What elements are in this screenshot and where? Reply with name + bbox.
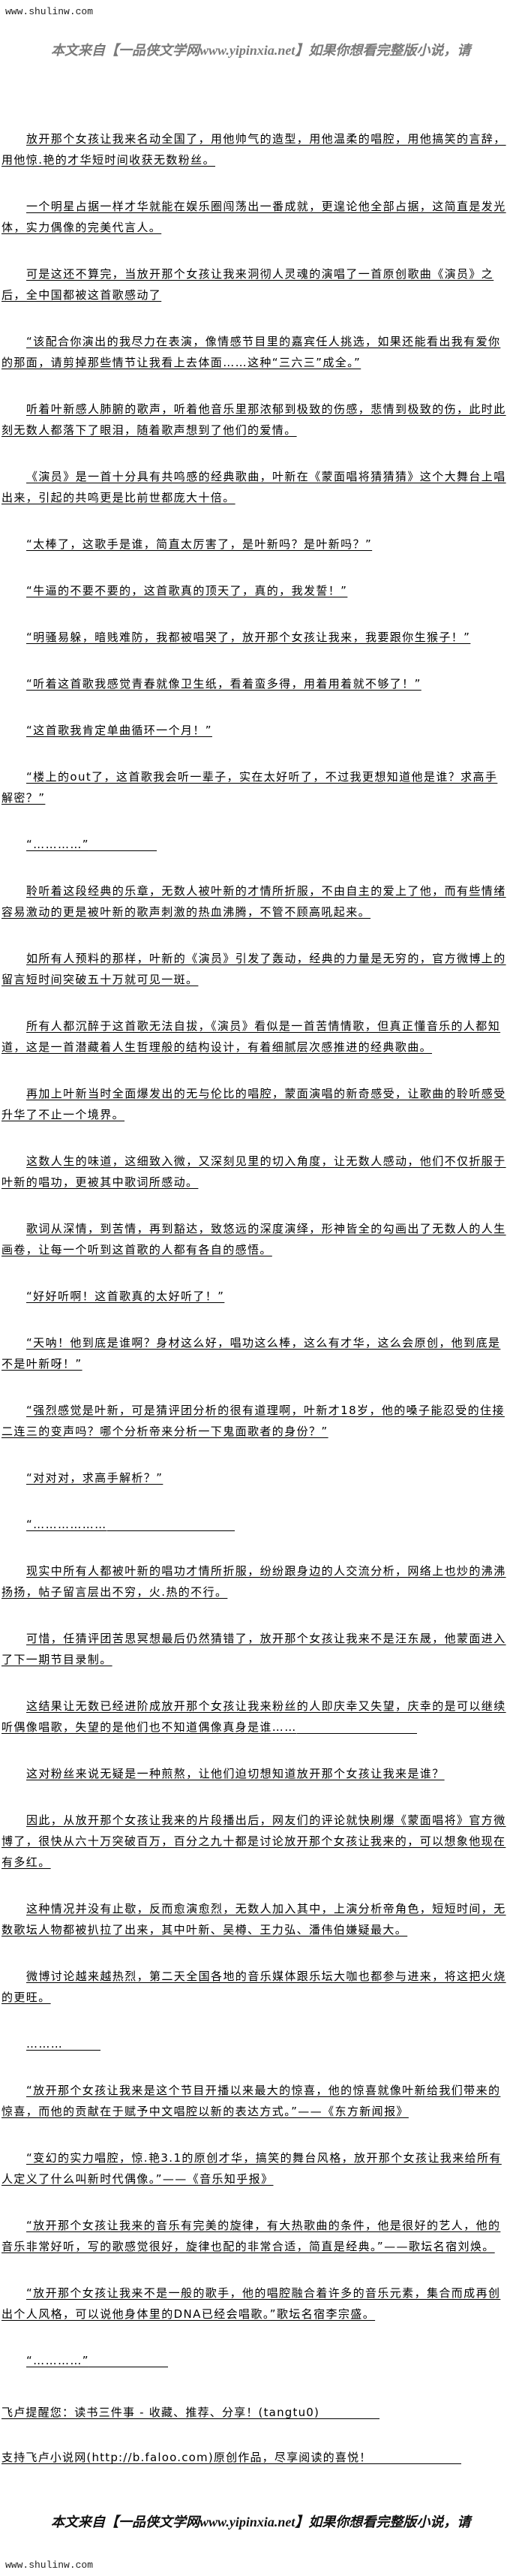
paragraph-text: 这数人生的味道，这细致入微，又深刻见里的切入角度，让无数人感动，他们不仅折服于叶… bbox=[2, 1154, 506, 1189]
article-paragraph: 聆听着这段经典的乐章，无数人被叶新的才情所折服，不由自主的爱上了他，而有些情绪容… bbox=[2, 880, 508, 922]
article-paragraph: 歌词从深情，到苦情，再到豁达，致悠远的深度演绎，形神皆全的勾画出了无数人的人生画… bbox=[2, 1218, 508, 1260]
paragraph-text: 放开那个女孩让我来名动全国了，用他帅气的造型，用他温柔的唱腔，用他搞笑的言辞，用… bbox=[2, 132, 506, 167]
underline-tail bbox=[106, 1530, 235, 1531]
paragraph-text: “听着这首歌我感觉青春就像卫生纸，看着蛮多得，用着用着就不够了！” bbox=[26, 677, 422, 691]
underline-tail bbox=[371, 2463, 462, 2464]
article-paragraph: “明骚易躲，暗贱难防，我都被唱哭了，放开那个女孩让我来，我要跟你生猴子！” bbox=[2, 627, 508, 648]
article-paragraph: “好好听啊！这首歌真的太好听了！” bbox=[2, 1286, 508, 1307]
support-link-text[interactable]: 支持飞卢小说网(http://b.faloo.com)原创作品，尽享阅读的喜悦！ bbox=[2, 2451, 372, 2464]
article-paragraph: 这种情况并没有止歇，反而愈演愈烈，无数人加入其中，上演分析帝角色，短短时间，无数… bbox=[2, 1898, 508, 1940]
article-paragraph: “该配合你演出的我尽力在表演，像情感节目里的嘉宾任人挑选，如果还能看出我有爱你的… bbox=[2, 331, 508, 373]
article-paragraph: 这对粉丝来说无疑是一种煎熬，让他们迫切想知道放开那个女孩让我来是谁？ bbox=[2, 1763, 508, 1784]
article-paragraph: “牛逼的不要不要的，这首歌真的顶天了，真的，我发誓！” bbox=[2, 580, 508, 601]
paragraph-text: 一个明星占据一样才华就能在娱乐圈闯荡出一番成就，更遑论他全部占据，这简直是发光体… bbox=[2, 200, 506, 234]
article-paragraph: 放开那个女孩让我来名动全国了，用他帅气的造型，用他温柔的唱腔，用他搞笑的言辞，用… bbox=[2, 128, 508, 170]
paragraph-text: 如所有人预料的那样，叶新的《演员》引发了轰动，经典的力量是无穷的，官方微博上的留… bbox=[2, 952, 506, 986]
paragraph-text: 再加上叶新当时全面爆发出的无与伦比的唱腔，蒙面演唱的新奇感受，让歌曲的聆听感受升… bbox=[2, 1087, 506, 1121]
paragraph-text: 可惜，任猜评团苦思冥想最后仍然猜错了，放开那个女孩让我来不是汪东晟，他蒙面进入了… bbox=[2, 1632, 506, 1666]
underline-tail bbox=[296, 1732, 417, 1734]
article-paragraph: 这结果让无数已经进阶成放开那个女孩让我来粉丝的人即庆幸又失望，庆幸的是可以继续听… bbox=[2, 1696, 508, 1738]
article-paragraph: 再加上叶新当时全面爆发出的无与伦比的唱腔，蒙面演唱的新奇感受，让歌曲的聆听感受升… bbox=[2, 1083, 508, 1125]
paragraph-text: 因此，从放开那个女孩让我来的片段播出后，网友们的评论就快刷爆《蒙面唱将》官方微博… bbox=[2, 1813, 506, 1869]
article-paragraph: “听着这首歌我感觉青春就像卫生纸，看着蛮多得，用着用着就不够了！” bbox=[2, 673, 508, 694]
paragraph-text: “变幻的实力唱腔，惊.艳3.1的原创才华，搞笑的舞台风格，放开那个女孩让我来给所… bbox=[2, 2151, 502, 2186]
article-paragraph: 这数人生的味道，这细致入微，又深刻见里的切入角度，让无数人感动，他们不仅折服于叶… bbox=[2, 1151, 508, 1193]
article-paragraph: 所有人都沉醉于这首歌无法自拔，《演员》看似是一首苦情情歌，但真正懂音乐的人都知道… bbox=[2, 1016, 508, 1058]
article-paragraph: “……………… bbox=[2, 1514, 508, 1535]
article-paragraph: “…………” bbox=[2, 2350, 508, 2371]
paragraph-text: 可是这还不算完，当放开那个女孩让我来洞彻人灵魂的演唱了一首原创歌曲《演员》之后，… bbox=[2, 267, 494, 302]
paragraph-text: “楼上的out了，这首歌我会听一辈子，实在太好听了，不过我更想知道他是谁？求高手… bbox=[2, 770, 498, 805]
paragraph-text: “…………” bbox=[26, 2354, 89, 2367]
paragraph-text: 听着叶新感人肺腑的歌声，听着他音乐里那浓郁到极致的伤感，悲情到极致的伤，此时此刻… bbox=[2, 402, 506, 437]
paragraph-text: 所有人都沉醉于这首歌无法自拔，《演员》看似是一首苦情情歌，但真正懂音乐的人都知道… bbox=[2, 1019, 501, 1054]
article-paragraph: “放开那个女孩让我来的音乐有完美的旋律，有大热歌曲的条件，他是很好的艺人，他的音… bbox=[2, 2215, 508, 2257]
paragraph-text: 微博讨论越来越热烈，第二天全国各地的音乐媒体跟乐坛大咖也都参与进来，将这把火烧的… bbox=[2, 1970, 506, 2004]
article-paragraph: 一个明星占据一样才华就能在娱乐圈闯荡出一番成就，更遑论他全部占据，这简直是发光体… bbox=[2, 196, 508, 238]
paragraph-text: “放开那个女孩让我来不是一般的歌手，他的唱腔融合着许多的音乐元素，集合而成再创出… bbox=[2, 2286, 501, 2321]
paragraph-text: “对对对，求高手解析？” bbox=[26, 1471, 164, 1485]
paragraph-text: “好好听啊！这首歌真的太好听了！” bbox=[26, 1290, 225, 1303]
article-paragraph: “天呐！他到底是谁啊？身材这么好，唱功这么棒，这么有才华，这么会原创，他到底是不… bbox=[2, 1332, 508, 1374]
article-paragraph: 可惜，任猜评团苦思冥想最后仍然猜错了，放开那个女孩让我来不是汪东晟，他蒙面进入了… bbox=[2, 1628, 508, 1670]
article-paragraph: “强烈感觉是叶新，可是猜评团分析的很有道理啊，叶新才18岁，他的嗓子能忍受的住接… bbox=[2, 1400, 508, 1442]
paragraph-text: “强烈感觉是叶新，可是猜评团分析的很有道理啊，叶新才18岁，他的嗓子能忍受的住接… bbox=[2, 1404, 505, 1438]
paragraph-text: “…………” bbox=[26, 838, 89, 851]
paragraph-text: 这种情况并没有止歇，反而愈演愈烈，无数人加入其中，上演分析帝角色，短短时间，无数… bbox=[2, 1902, 506, 1937]
underline-tail bbox=[320, 2418, 380, 2419]
support-line[interactable]: 支持飞卢小说网(http://b.faloo.com)原创作品，尽享阅读的喜悦！ bbox=[2, 2447, 508, 2468]
paragraph-text: 这对粉丝来说无疑是一种煎熬，让他们迫切想知道放开那个女孩让我来是谁？ bbox=[26, 1767, 445, 1780]
article-paragraph: “这首歌我肯定单曲循环一个月！” bbox=[2, 720, 508, 741]
paragraph-text: “放开那个女孩让我来的音乐有完美的旋律，有大热歌曲的条件，他是很好的艺人，他的音… bbox=[2, 2219, 501, 2253]
article-paragraph: “楼上的out了，这首歌我会听一辈子，实在太好听了，不过我更想知道他是谁？求高手… bbox=[2, 766, 508, 808]
underline-tail bbox=[63, 2049, 101, 2051]
underline-tail bbox=[88, 2366, 168, 2367]
paragraph-text: “放开那个女孩让我来是这个节目开播以来最大的惊喜，他的惊喜就像叶新给我们带来的惊… bbox=[2, 2084, 501, 2118]
article-paragraph: 现实中所有人都被叶新的唱功才情所折服，纷纷跟身边的人交流分析，网络上也炒的沸沸扬… bbox=[2, 1560, 508, 1602]
article-paragraph: “…………” bbox=[2, 834, 508, 855]
source-watermark-header: 本文来自【一品侠文学网www.yipinxia.net】如果你想看完整版小说，请 bbox=[51, 43, 471, 58]
paragraph-text: 歌词从深情，到苦情，再到豁达，致悠远的深度演绎，形神皆全的勾画出了无数人的人生画… bbox=[2, 1222, 506, 1256]
paragraph-text: “太棒了，这歌手是谁，简直太厉害了，是叶新吗？是叶新吗？” bbox=[26, 537, 373, 551]
article-paragraph: “太棒了，这歌手是谁，简直太厉害了，是叶新吗？是叶新吗？” bbox=[2, 534, 508, 555]
article-paragraph: “放开那个女孩让我来是这个节目开播以来最大的惊喜，他的惊喜就像叶新给我们带来的惊… bbox=[2, 2080, 508, 2122]
paragraph-text: “牛逼的不要不要的，这首歌真的顶天了，真的，我发誓！” bbox=[26, 584, 348, 597]
site-url-header: www.shulinw.com bbox=[5, 6, 94, 17]
reading-reminder-line: 飞卢提醒您：读书三件事 - 收藏、推荐、分享！(tangtu0) bbox=[2, 2402, 508, 2423]
article-body: 放开那个女孩让我来名动全国了，用他帅气的造型，用他温柔的唱腔，用他搞笑的言辞，用… bbox=[2, 128, 508, 2397]
paragraph-text: “该配合你演出的我尽力在表演，像情感节目里的嘉宾任人挑选，如果还能看出我有爱你的… bbox=[2, 335, 501, 369]
site-url-footer: www.shulinw.com bbox=[5, 2559, 94, 2571]
paragraph-text: “天呐！他到底是谁啊？身材这么好，唱功这么棒，这么有才华，这么会原创，他到底是不… bbox=[2, 1336, 501, 1371]
underline-tail bbox=[88, 850, 157, 851]
article-paragraph: 听着叶新感人肺腑的歌声，听着他音乐里那浓郁到极致的伤感，悲情到极致的伤，此时此刻… bbox=[2, 399, 508, 441]
article-paragraph: “变幻的实力唱腔，惊.艳3.1的原创才华，搞笑的舞台风格，放开那个女孩让我来给所… bbox=[2, 2147, 508, 2189]
article-paragraph: 如所有人预料的那样，叶新的《演员》引发了轰动，经典的力量是无穷的，官方微博上的留… bbox=[2, 948, 508, 990]
paragraph-text: “……………… bbox=[26, 1518, 107, 1531]
paragraph-text: “明骚易躲，暗贱难防，我都被唱哭了，放开那个女孩让我来，我要跟你生猴子！” bbox=[26, 630, 471, 644]
article-paragraph: 可是这还不算完，当放开那个女孩让我来洞彻人灵魂的演唱了一首原创歌曲《演员》之后，… bbox=[2, 263, 508, 305]
paragraph-text: 这结果让无数已经进阶成放开那个女孩让我来粉丝的人即庆幸又失望，庆幸的是可以继续听… bbox=[2, 1699, 506, 1734]
paragraph-text: “这首歌我肯定单曲循环一个月！” bbox=[26, 724, 212, 737]
reading-reminder-text: 飞卢提醒您：读书三件事 - 收藏、推荐、分享！(tangtu0) bbox=[2, 2406, 320, 2419]
article-paragraph: 因此，从放开那个女孩让我来的片段播出后，网友们的评论就快刷爆《蒙面唱将》官方微博… bbox=[2, 1810, 508, 1873]
footer-notes: 飞卢提醒您：读书三件事 - 收藏、推荐、分享！(tangtu0) 支持飞卢小说网… bbox=[2, 2402, 508, 2492]
paragraph-text: ……… bbox=[26, 2037, 64, 2051]
article-paragraph: “放开那个女孩让我来不是一般的歌手，他的唱腔融合着许多的音乐元素，集合而成再创出… bbox=[2, 2283, 508, 2325]
article-paragraph: “对对对，求高手解析？” bbox=[2, 1467, 508, 1488]
source-watermark-footer: 本文来自【一品侠文学网www.yipinxia.net】如果你想看完整版小说，请 bbox=[51, 2514, 471, 2529]
paragraph-text: 聆听着这段经典的乐章，无数人被叶新的才情所折服，不由自主的爱上了他，而有些情绪容… bbox=[2, 884, 506, 919]
article-paragraph: ……… bbox=[2, 2033, 508, 2054]
article-paragraph: 微博讨论越来越热烈，第二天全国各地的音乐媒体跟乐坛大咖也都参与进来，将这把火烧的… bbox=[2, 1966, 508, 2008]
paragraph-text: 现实中所有人都被叶新的唱功才情所折服，纷纷跟身边的人交流分析，网络上也炒的沸沸扬… bbox=[2, 1564, 506, 1599]
article-paragraph: 《演员》是一首十分具有共鸣感的经典歌曲，叶新在《蒙面唱将猜猜猜》这个大舞台上唱出… bbox=[2, 466, 508, 508]
paragraph-text: 《演员》是一首十分具有共鸣感的经典歌曲，叶新在《蒙面唱将猜猜猜》这个大舞台上唱出… bbox=[2, 470, 506, 504]
